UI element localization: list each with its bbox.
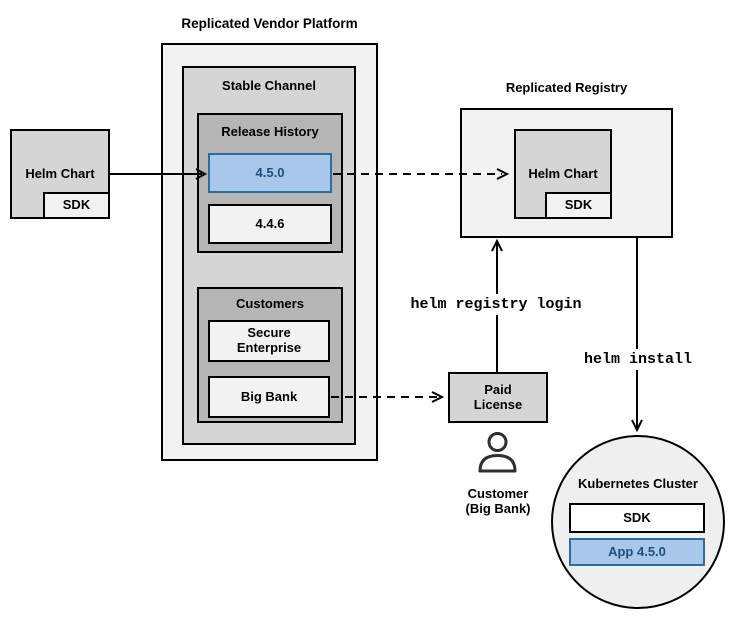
- customer-secure-enterprise: Secure Enterprise: [208, 320, 330, 362]
- kubernetes-sdk-box: SDK: [569, 503, 705, 533]
- customer-caption-name: Customer: [467, 486, 529, 501]
- kubernetes-cluster-title: Kubernetes Cluster: [578, 476, 698, 491]
- release-version-446: 4.4.6: [208, 204, 332, 244]
- arrow-registry-to-kubernetes: [631, 238, 643, 433]
- release-version-450: 4.5.0: [208, 153, 332, 193]
- registry-helm-chart-box: Helm Chart SDK: [514, 129, 612, 219]
- customer-caption-detail: (Big Bank): [465, 501, 531, 516]
- stable-channel-title: Stable Channel: [222, 78, 316, 93]
- registry-sdk-box: SDK: [545, 192, 612, 219]
- kubernetes-app-box: App 4.5.0: [569, 538, 705, 566]
- registry-helm-chart-label: Helm Chart: [528, 165, 598, 181]
- customer-person-icon: [478, 432, 517, 473]
- source-helm-chart-label: Helm Chart: [25, 165, 95, 181]
- release-history-title: Release History: [221, 124, 319, 139]
- paid-license-box: Paid License: [448, 372, 548, 423]
- registry-title: Replicated Registry: [505, 80, 628, 95]
- customers-title: Customers: [236, 296, 304, 311]
- customer-secure-enterprise-label: Secure Enterprise: [236, 325, 302, 355]
- command-helm-install: helm install: [576, 349, 700, 370]
- command-helm-registry-login: helm registry login: [399, 294, 593, 315]
- source-sdk-box: SDK: [43, 192, 110, 219]
- customer-big-bank: Big Bank: [208, 376, 330, 418]
- vendor-platform-title: Replicated Vendor Platform: [181, 16, 358, 31]
- paid-license-label: Paid License: [473, 381, 523, 412]
- source-helm-chart-box: Helm Chart SDK: [10, 129, 110, 219]
- customer-caption: Customer (Big Bank): [442, 486, 554, 516]
